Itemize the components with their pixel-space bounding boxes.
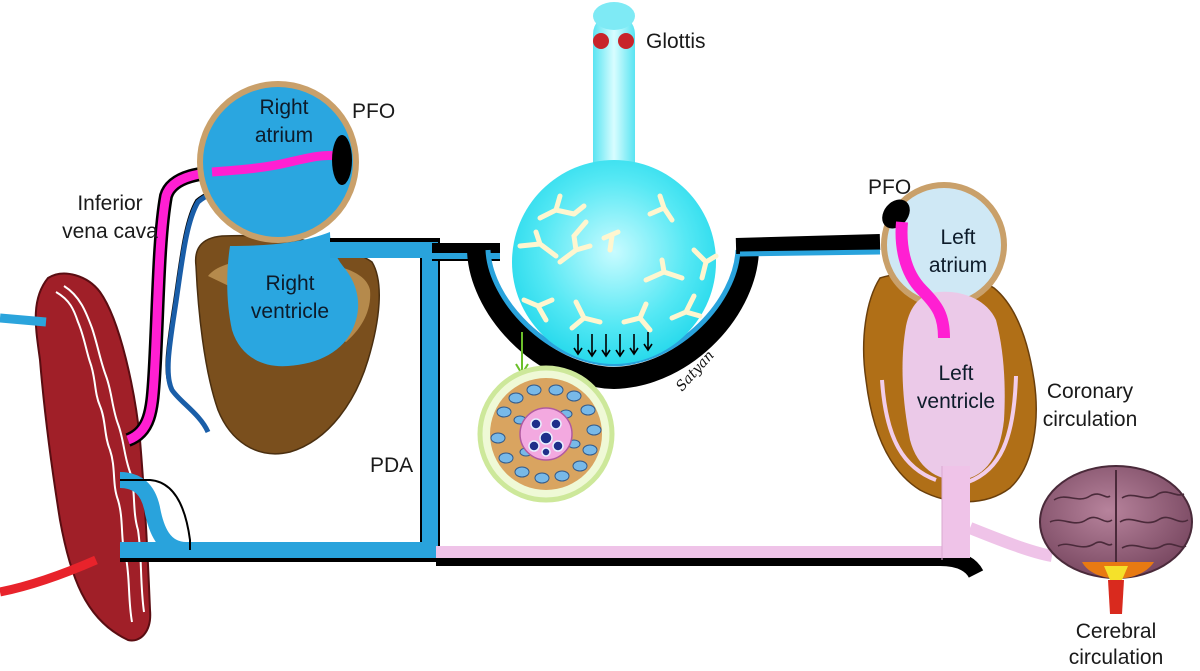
left-heart-stream — [895, 221, 950, 339]
alveolar-cross-section — [477, 365, 615, 503]
aorta — [436, 466, 1054, 579]
left-ventricle — [880, 291, 1018, 484]
right-atrium-stream — [211, 151, 337, 177]
pulmonary-vein-right — [735, 234, 881, 257]
pulmonary-trunk-and-pda — [119, 238, 500, 562]
right-ventricle — [227, 232, 359, 367]
label-left-ventricle-line2: ventricle — [917, 390, 995, 413]
label-cerebral-line1: Cerebral — [1076, 620, 1157, 643]
label-left-ventricle-line1: Left — [938, 362, 973, 385]
label-left-atrium-line1: Left — [940, 226, 975, 249]
lung-fluid-arrows — [573, 332, 653, 358]
label-pda: PDA — [370, 454, 413, 477]
trachea — [593, 2, 635, 204]
alveolar-branches — [517, 193, 719, 333]
pfo-left — [882, 199, 910, 229]
label-left-atrium-line2: atrium — [929, 254, 987, 277]
label-cerebral-line2: circulation — [1069, 646, 1164, 669]
lung-sac — [467, 160, 759, 390]
label-right-atrium-line1: Right — [259, 96, 308, 119]
label-right-atrium-line2: atrium — [255, 124, 313, 147]
umbilical-artery — [0, 555, 98, 597]
label-ivc-line1: Inferior — [77, 192, 142, 215]
brain — [1039, 465, 1193, 614]
label-glottis: Glottis — [646, 30, 706, 53]
label-coronary-line2: circulation — [1043, 408, 1138, 431]
label-right-ventricle-line2: ventricle — [251, 300, 329, 323]
label-ivc-line2: vena cava — [62, 220, 158, 243]
placenta — [0, 272, 152, 642]
label-coronary-line1: Coronary — [1047, 380, 1134, 403]
glottis — [593, 33, 634, 49]
label-pfo-left: PFO — [868, 176, 911, 199]
umbilical-vein-inlet — [0, 313, 47, 327]
label-pfo-right: PFO — [352, 100, 395, 123]
pfo-right — [332, 135, 352, 185]
label-right-ventricle-line1: Right — [265, 272, 314, 295]
